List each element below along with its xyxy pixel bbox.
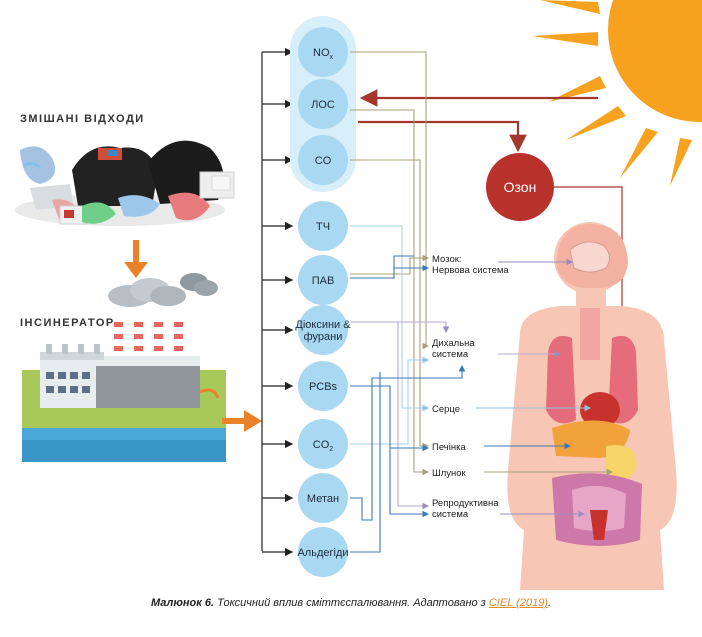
down-arrow-icon xyxy=(124,240,148,278)
ozone-label: Озон xyxy=(504,179,537,195)
pollutant-aldehydes: Альдегіди xyxy=(297,527,349,577)
pollutant-dioxins: Діоксини &фурани xyxy=(295,305,351,355)
impact-lines xyxy=(350,51,614,553)
waste-pile-illustration xyxy=(15,140,235,226)
mixed-waste-label: ЗМІШАНІ ВІДХОДИ xyxy=(20,113,145,125)
organ-label-lungs: Дихальна xyxy=(432,338,475,349)
pollutant-circle xyxy=(298,305,348,355)
pollutant-circle xyxy=(298,27,348,77)
ozone-formation-arrows xyxy=(358,89,598,153)
pollutant-circle xyxy=(298,135,348,185)
pollutant-pav: ПАВ xyxy=(298,255,348,305)
caption-text: Токсичний вплив сміттєспалювання. Адапто… xyxy=(214,597,489,609)
pollutant-circle xyxy=(298,79,348,129)
organ-label-brain-line2: Нервова система xyxy=(432,265,509,276)
incinerator-illustration xyxy=(22,273,226,462)
pollutant-label: ПАВ xyxy=(312,275,335,287)
pollutant-subscript: 2 xyxy=(329,446,333,453)
organ-label-lungs-line2: система xyxy=(432,349,469,360)
pollutant-label: PCBs xyxy=(309,381,338,393)
pollutant-label-line2: фурани xyxy=(304,331,343,343)
pollutant-label: CO xyxy=(315,155,332,167)
human-body-illustration xyxy=(507,222,677,590)
pollutant-label: ЛОС xyxy=(311,99,335,111)
pollutant-los: ЛОС xyxy=(298,79,348,129)
pollutant-co: CO xyxy=(298,135,348,185)
pollutant-subscript: x xyxy=(330,54,334,61)
pollutant-label: Метан xyxy=(307,493,339,505)
pollutant-circle xyxy=(298,361,348,411)
organ-label-repro: Репродуктивна xyxy=(432,498,499,509)
organ-label-repro-line2: система xyxy=(432,509,469,520)
pollutant-label: Діоксини & xyxy=(295,319,351,331)
emission-arrows xyxy=(262,47,294,557)
pollutant-circle xyxy=(298,201,348,251)
source-link[interactable]: CIEL (2019) xyxy=(488,597,548,609)
ozone-node: Озон xyxy=(486,153,554,221)
right-arrow-icon xyxy=(222,410,262,432)
pollutant-co2: CO2 xyxy=(298,419,348,469)
figure-caption: Малюнок 6. Токсичний вплив сміттєспалюва… xyxy=(0,597,702,609)
pollutant-label: CO2 xyxy=(313,439,334,453)
incinerator-label: ІНСИНЕРАТОР xyxy=(20,317,115,329)
pollutant-label: NOx xyxy=(313,47,334,61)
pollutant-tch: ТЧ xyxy=(298,201,348,251)
organ-list: Мозок:Нервова системаДихальнасистемаСерц… xyxy=(432,254,509,520)
sun-icon xyxy=(532,0,702,186)
caption-suffix: . xyxy=(547,597,552,609)
organ-label-brain: Мозок: xyxy=(432,254,462,265)
pollutant-label: Альдегіди xyxy=(297,547,348,559)
pollutant-pcbs: PCBs xyxy=(298,361,348,411)
organ-label-heart: Серце xyxy=(432,404,460,415)
pollutant-nox: NOx xyxy=(298,27,348,77)
organ-label-stomach: Шлунок xyxy=(432,468,467,479)
pollutant-circle xyxy=(298,473,348,523)
pollutant-circle xyxy=(298,255,348,305)
pollutant-label: ТЧ xyxy=(316,221,330,233)
caption-prefix: Малюнок 6. xyxy=(150,597,215,609)
pollutant-circle xyxy=(298,527,348,577)
organ-label-liver: Печінка xyxy=(432,442,466,453)
pollutant-methane: Метан xyxy=(298,473,348,523)
pollutant-circle xyxy=(298,419,348,469)
